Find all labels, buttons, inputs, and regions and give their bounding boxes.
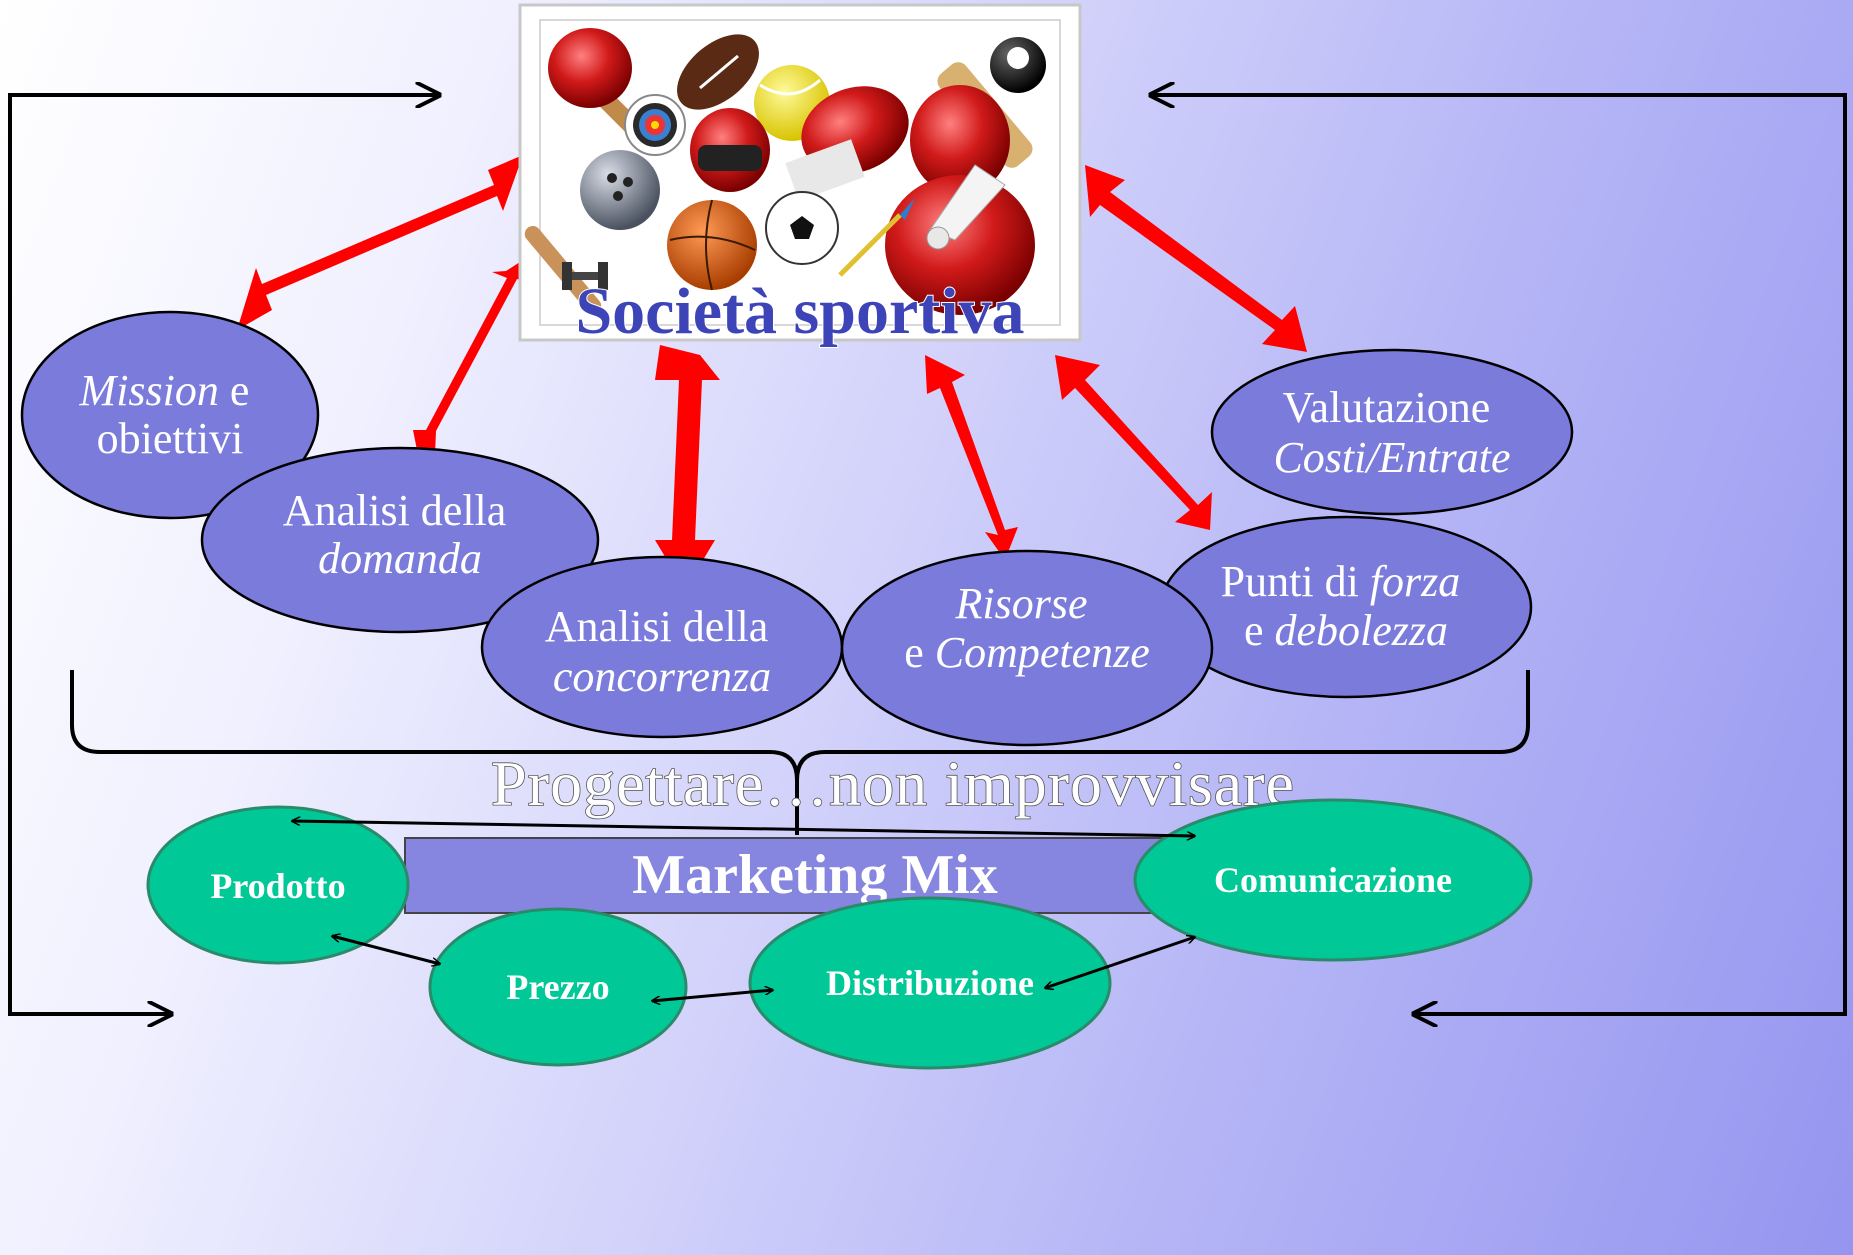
right-frame-line [1150,93,1847,1016]
oval-mission [20,310,320,520]
mix-arrows [292,821,1195,1001]
left-frame-line [8,93,440,1016]
curly-brace [70,670,1530,835]
marketing-mix-label: Marketing Mix [632,844,997,906]
arrow-prodotto-comunicazione [292,821,1195,836]
boxing-gloves-icon [785,85,1035,315]
logo-title: Società sportiva [575,275,1024,348]
analysis-ovals [20,310,1574,747]
oval-prodotto [146,805,410,965]
red-arrow-domanda [413,260,536,455]
red-arrow-punti [1055,355,1212,530]
arrow-prezzo-distribuzione [652,990,773,1001]
oval-domanda-label: Analisi della domanda [283,486,518,583]
arrow-prodotto-prezzo [332,936,440,964]
distribuzione-label: Distribuzione [826,963,1034,1003]
comunicazione-label: Comunicazione [1214,860,1452,900]
oval-concorrenza-label: Analisi della concorrenza [545,602,780,701]
oval-domanda [200,446,600,634]
arrow-distribuzione-comunicazione [1045,937,1195,988]
red-arrow-risorse [925,355,1018,560]
basketball-icon [667,199,757,291]
prodotto-label: Prodotto [210,866,345,906]
oval-punti-label: Punti di forza e debolezza [1221,557,1472,655]
bowling-ball-icon [580,150,660,230]
oval-risorse-label: Risorse e Competenze [904,579,1150,677]
oval-risorse [840,549,1214,747]
dart-icon [838,198,915,277]
american-football-icon [677,34,759,110]
oval-valutazione [1210,348,1574,516]
red-arrow-mission [237,155,523,330]
archery-target-icon [624,94,686,156]
helmet-icon [690,108,770,192]
red-arrow-valutazione [1085,165,1307,352]
oval-mission-label: Mission e obiettivi [79,366,261,463]
oval-labels: Mission e obiettivi Analisi della domand… [79,366,1511,701]
dumbbell-icon [562,262,608,290]
mix-labels: Prodotto Comunicazione Prezzo Distribuzi… [210,860,1452,1007]
soccer-ball-icon [765,191,839,265]
mix-ovals [146,798,1533,1070]
red-arrows [237,155,1307,590]
logo-block: Società sportiva [518,3,1082,349]
feedback-frame [8,93,1847,1016]
oval-comunicazione [1133,798,1533,962]
prezzo-label: Prezzo [506,967,609,1007]
eight-ball-icon [990,37,1046,93]
red-arrow-concorrenza [655,345,720,590]
banner-text: Progettare…non improvvisare [491,748,1295,819]
oval-valutazione-label: Valutazione Costi/Entrate [1273,383,1510,482]
marketing-mix-bar [404,837,1196,914]
shuttlecock-icon [926,164,1006,250]
